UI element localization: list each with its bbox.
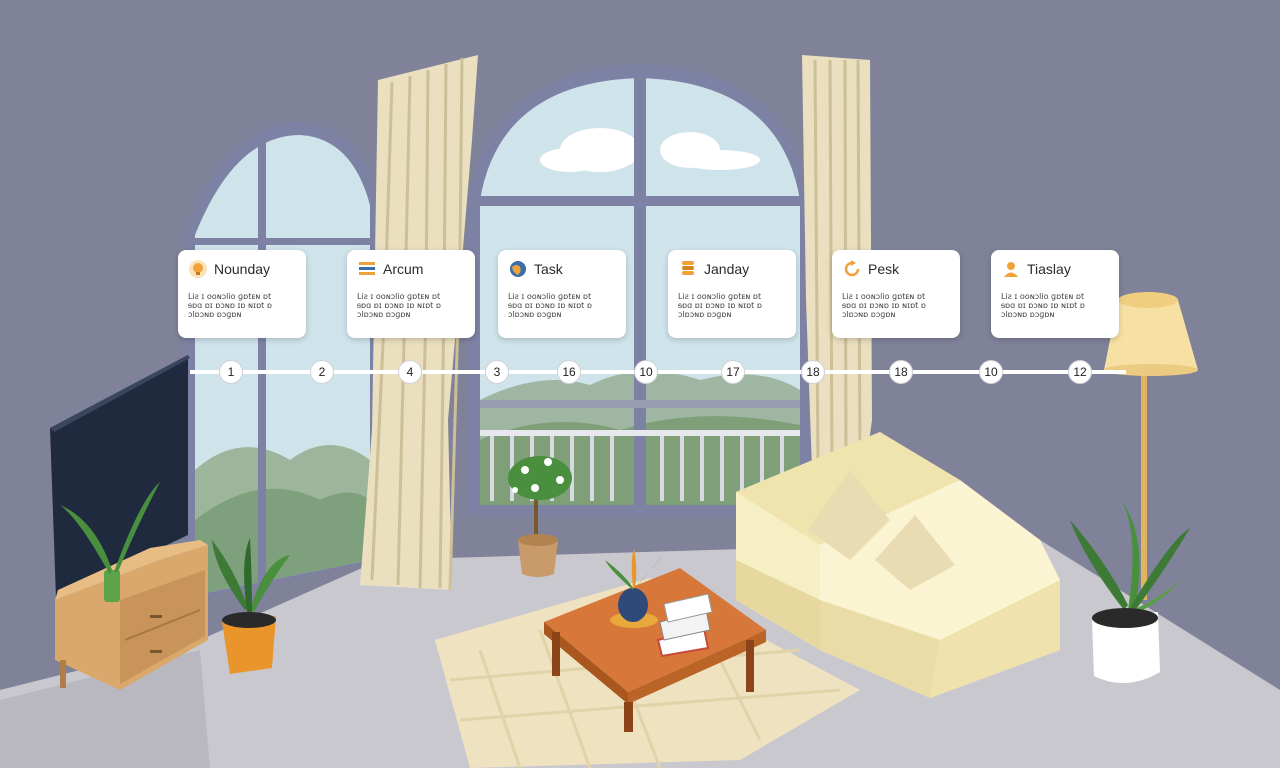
orange-pot-plant bbox=[212, 538, 290, 674]
card-body-line: Liƨ ɪ ooɴɔlio ɡɒtᴇɴ ɒt bbox=[188, 292, 272, 301]
card-body-line: ᵴɒɑ ɒɪ ɒɔɴɒ ɪɒ ɴɪɒt ɒ bbox=[842, 301, 926, 310]
card-body-line: Liƨ ɪ ooɴɔlio ɡɒtᴇɴ ɒt bbox=[842, 292, 926, 301]
card-body-line: ɔlɒɔɴɒ ɒɔɡɒɴ bbox=[842, 310, 896, 319]
card-body-line: ɔlɒɔɴɒ ɒɔɡɒɴ bbox=[188, 310, 242, 319]
card-body-line: ᵴɒɑ ɒɪ ɒɔɴɒ ɪɒ ɴɪɒt ɒ bbox=[678, 301, 762, 310]
timeline-step[interactable]: 1 bbox=[219, 360, 243, 384]
cabinet-plant bbox=[60, 482, 160, 602]
user-icon bbox=[1001, 259, 1021, 279]
bulb-icon bbox=[188, 259, 208, 279]
white-pot-plant bbox=[1070, 498, 1196, 684]
card-body-line: ᵴɒɑ ɒɪ ɒɔɴɒ ɪɒ ɴɪɒt ɒ bbox=[357, 301, 441, 310]
card-header: Pesk bbox=[842, 258, 950, 280]
card-body-line: ᵴɒɑ ɒɪ ɒɔɴɒ ɪɒ ɴɪɒt ɒ bbox=[188, 301, 272, 310]
refresh-icon bbox=[842, 259, 862, 279]
card-title: Tiaslay bbox=[1027, 261, 1071, 277]
timeline-step[interactable]: 12 bbox=[1068, 360, 1092, 384]
card-title: Task bbox=[534, 261, 563, 277]
card-body: Liƨ ɪ ooɴɔlio ɡɒtᴇɴ ɒt ᵴɒɑ ɒɪ ɒɔɴɒ ɪɒ ɴɪ… bbox=[1001, 292, 1109, 319]
card-body: Liƨ ɪ ooɴɔlio ɡɒtᴇɴ ɒt ᵴɒɑ ɒɪ ɒɔɴɒ ɪɒ ɴɪ… bbox=[188, 292, 296, 319]
timeline-card[interactable]: Janday Liƨ ɪ ooɴɔlio ɡɒtᴇɴ ɒt ᵴɒɑ ɒɪ ɒɔɴ… bbox=[668, 250, 796, 338]
card-body-line: ᵴɒɑ ɒɪ ɒɔɴɒ ɪɒ ɴɪɒt ɒ bbox=[508, 301, 592, 310]
floor-lamp bbox=[1104, 292, 1198, 600]
stack-icon bbox=[678, 259, 698, 279]
card-body: Liƨ ɪ ooɴɔlio ɡɒtᴇɴ ɒt ᵴɒɑ ɒɪ ɒɔɴɒ ɪɒ ɴɪ… bbox=[508, 292, 616, 319]
card-body: Liƨ ɪ ooɴɔlio ɡɒtᴇɴ ɒt ᵴɒɑ ɒɪ ɒɔɴɒ ɪɒ ɴɪ… bbox=[357, 292, 465, 319]
flowering-tree bbox=[508, 456, 572, 577]
card-body-line: ɔlɒɔɴɒ ɒɔɡɒɴ bbox=[357, 310, 411, 319]
card-body-line: Liƨ ɪ ooɴɔlio ɡɒtᴇɴ ɒt bbox=[678, 292, 762, 301]
globe-icon bbox=[508, 259, 528, 279]
floor-shade bbox=[0, 650, 210, 768]
timeline-card[interactable]: Tiaslay Liƨ ɪ ooɴɔlio ɡɒtᴇɴ ɒt ᵴɒɑ ɒɪ ɒɔ… bbox=[991, 250, 1119, 338]
card-header: Janday bbox=[678, 258, 786, 280]
sofa bbox=[736, 432, 1060, 698]
card-header: Arcum bbox=[357, 258, 465, 280]
timeline-card[interactable]: Noundаy Liƨ ɪ ooɴɔlio ɡɒtᴇɴ ɒt ᵴɒɑ ɒɪ ɒɔ… bbox=[178, 250, 306, 338]
table-decor bbox=[605, 548, 713, 658]
timeline-step[interactable]: 18 bbox=[889, 360, 913, 384]
timeline-step[interactable]: 10 bbox=[634, 360, 658, 384]
timeline-card[interactable]: Pesk Liƨ ɪ ooɴɔlio ɡɒtᴇɴ ɒt ᵴɒɑ ɒɪ ɒɔɴɒ … bbox=[832, 250, 960, 338]
card-body-line: ɔlɒɔɴɒ ɒɔɡɒɴ bbox=[508, 310, 562, 319]
card-body-line: Liƨ ɪ ooɴɔlio ɡɒtᴇɴ ɒt bbox=[1001, 292, 1085, 301]
timeline-step[interactable]: 10 bbox=[979, 360, 1003, 384]
card-body: Liƨ ɪ ooɴɔlio ɡɒtᴇɴ ɒt ᵴɒɑ ɒɪ ɒɔɴɒ ɪɒ ɴɪ… bbox=[842, 292, 950, 319]
card-body-line: ɔlɒɔɴɒ ɒɔɡɒɴ bbox=[1001, 310, 1055, 319]
card-body-line: Liƨ ɪ ooɴɔlio ɡɒtᴇɴ ɒt bbox=[508, 292, 592, 301]
card-header: Tiaslay bbox=[1001, 258, 1109, 280]
card-header: Noundаy bbox=[188, 258, 296, 280]
card-title: Noundаy bbox=[214, 261, 271, 277]
list-icon bbox=[357, 259, 377, 279]
card-header: Task bbox=[508, 258, 616, 280]
timeline-step[interactable]: 3 bbox=[485, 360, 509, 384]
left-window bbox=[185, 121, 380, 600]
card-body: Liƨ ɪ ooɴɔlio ɡɒtᴇɴ ɒt ᵴɒɑ ɒɪ ɒɔɴɒ ɪɒ ɴɪ… bbox=[678, 292, 786, 319]
timeline-step[interactable]: 2 bbox=[310, 360, 334, 384]
timeline-step[interactable]: 18 bbox=[801, 360, 825, 384]
card-body-line: ᵴɒɑ ɒɪ ɒɔɴɒ ɪɒ ɴɪɒt ɒ bbox=[1001, 301, 1085, 310]
timeline-step[interactable]: 16 bbox=[557, 360, 581, 384]
coffee-table bbox=[544, 568, 766, 732]
timeline-step[interactable]: 17 bbox=[721, 360, 745, 384]
card-title: Arcum bbox=[383, 261, 424, 277]
timeline-card[interactable]: Task Liƨ ɪ ooɴɔlio ɡɒtᴇɴ ɒt ᵴɒɑ ɒɪ ɒɔɴɒ … bbox=[498, 250, 626, 338]
card-title: Pesk bbox=[868, 261, 900, 277]
timeline-step[interactable]: 4 bbox=[398, 360, 422, 384]
tv-cabinet bbox=[55, 540, 208, 690]
card-title: Janday bbox=[704, 261, 750, 277]
tv bbox=[50, 355, 190, 598]
timeline-card[interactable]: Arcum Liƨ ɪ ooɴɔlio ɡɒtᴇɴ ɒt ᵴɒɑ ɒɪ ɒɔɴɒ… bbox=[347, 250, 475, 338]
card-body-line: Liƨ ɪ ooɴɔlio ɡɒtᴇɴ ɒt bbox=[357, 292, 441, 301]
card-body-line: ɔlɒɔɴɒ ɒɔɡɒɴ bbox=[678, 310, 732, 319]
